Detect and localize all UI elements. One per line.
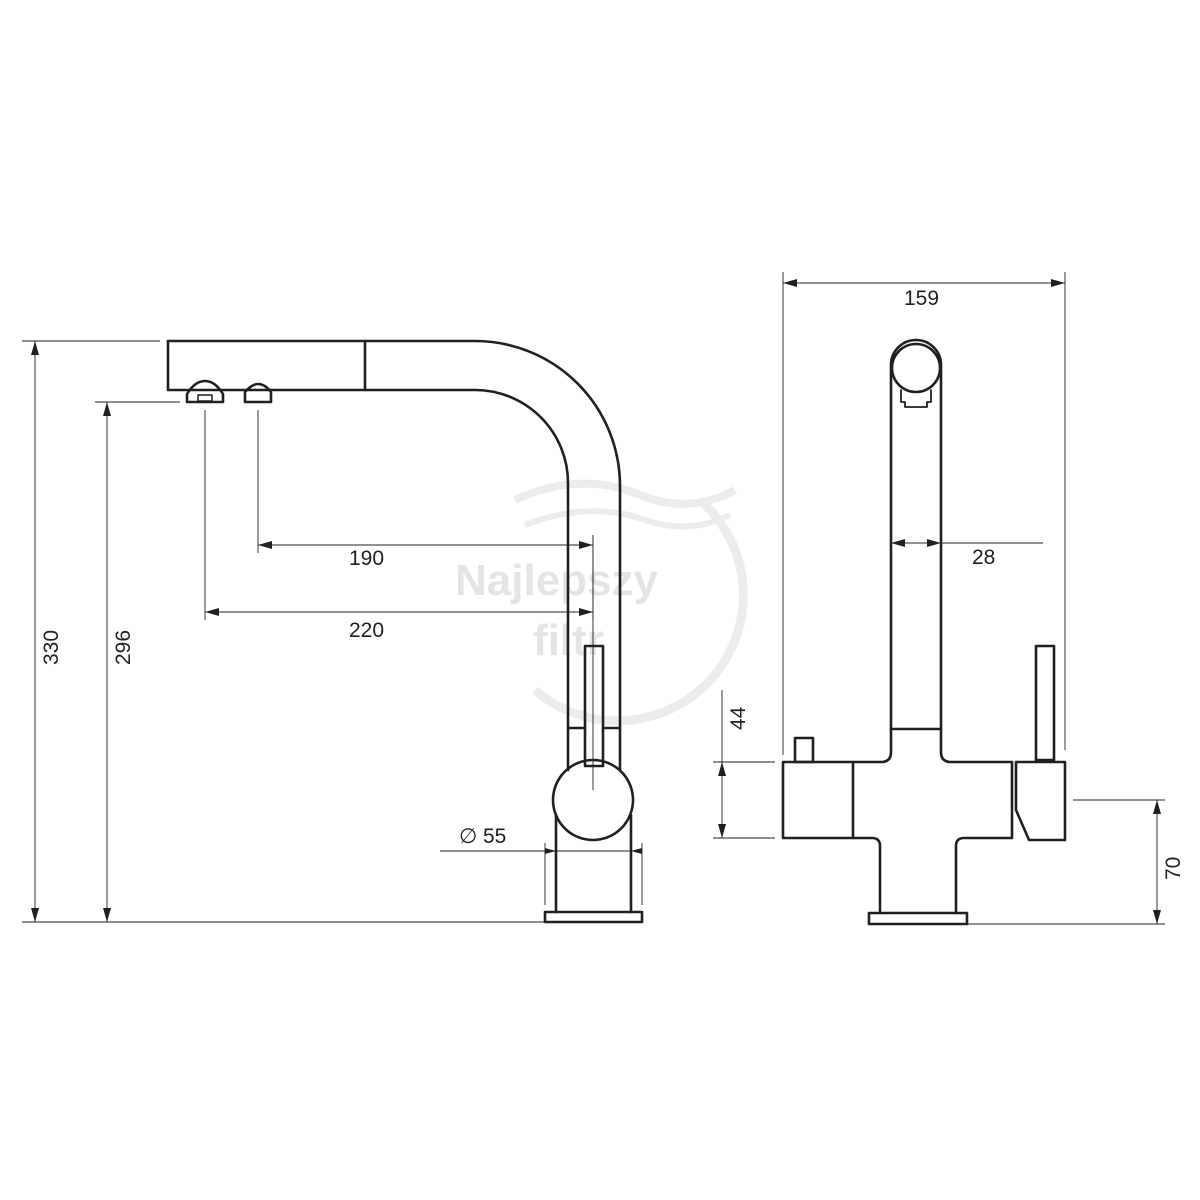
spout-outer — [166, 339, 622, 772]
spout-inner — [166, 339, 570, 772]
mixer-cartridge — [551, 758, 635, 842]
base-plate-front — [867, 911, 969, 926]
dim-330: 330 — [40, 630, 63, 665]
faucet-body — [554, 813, 633, 914]
watermark-logo: Najlepszy filtr — [455, 479, 748, 726]
front-view-dimensions: 159 28 44 70 — [713, 272, 1185, 925]
base-plate — [543, 910, 644, 924]
spout-column — [889, 338, 943, 730]
lever-handle-front — [1034, 644, 1056, 762]
dim-70: 70 — [1162, 857, 1185, 880]
lever-handle — [583, 644, 605, 768]
dim-159: 159 — [904, 287, 939, 310]
diameter-symbol: ∅ — [459, 825, 477, 848]
dim-28: 28 — [972, 546, 995, 569]
dim-55: 55 — [483, 825, 506, 848]
dim-190: 190 — [349, 547, 384, 570]
spout-head — [890, 342, 942, 394]
side-view-faucet — [166, 339, 644, 924]
dim-220: 220 — [349, 619, 384, 642]
filter-knob — [793, 736, 815, 764]
lever-block — [1014, 760, 1067, 842]
outlet-nozzle-2 — [243, 382, 273, 404]
side-view-dimensions: 330 296 190 220 ∅ 55 — [22, 340, 643, 923]
outlet-nozzle-1 — [185, 379, 225, 404]
front-view-faucet — [781, 338, 1067, 926]
dim-44: 44 — [727, 706, 750, 730]
watermark-text-line1: Najlepszy — [455, 556, 659, 605]
mixer-body — [781, 727, 1014, 915]
dim-296: 296 — [112, 630, 135, 665]
